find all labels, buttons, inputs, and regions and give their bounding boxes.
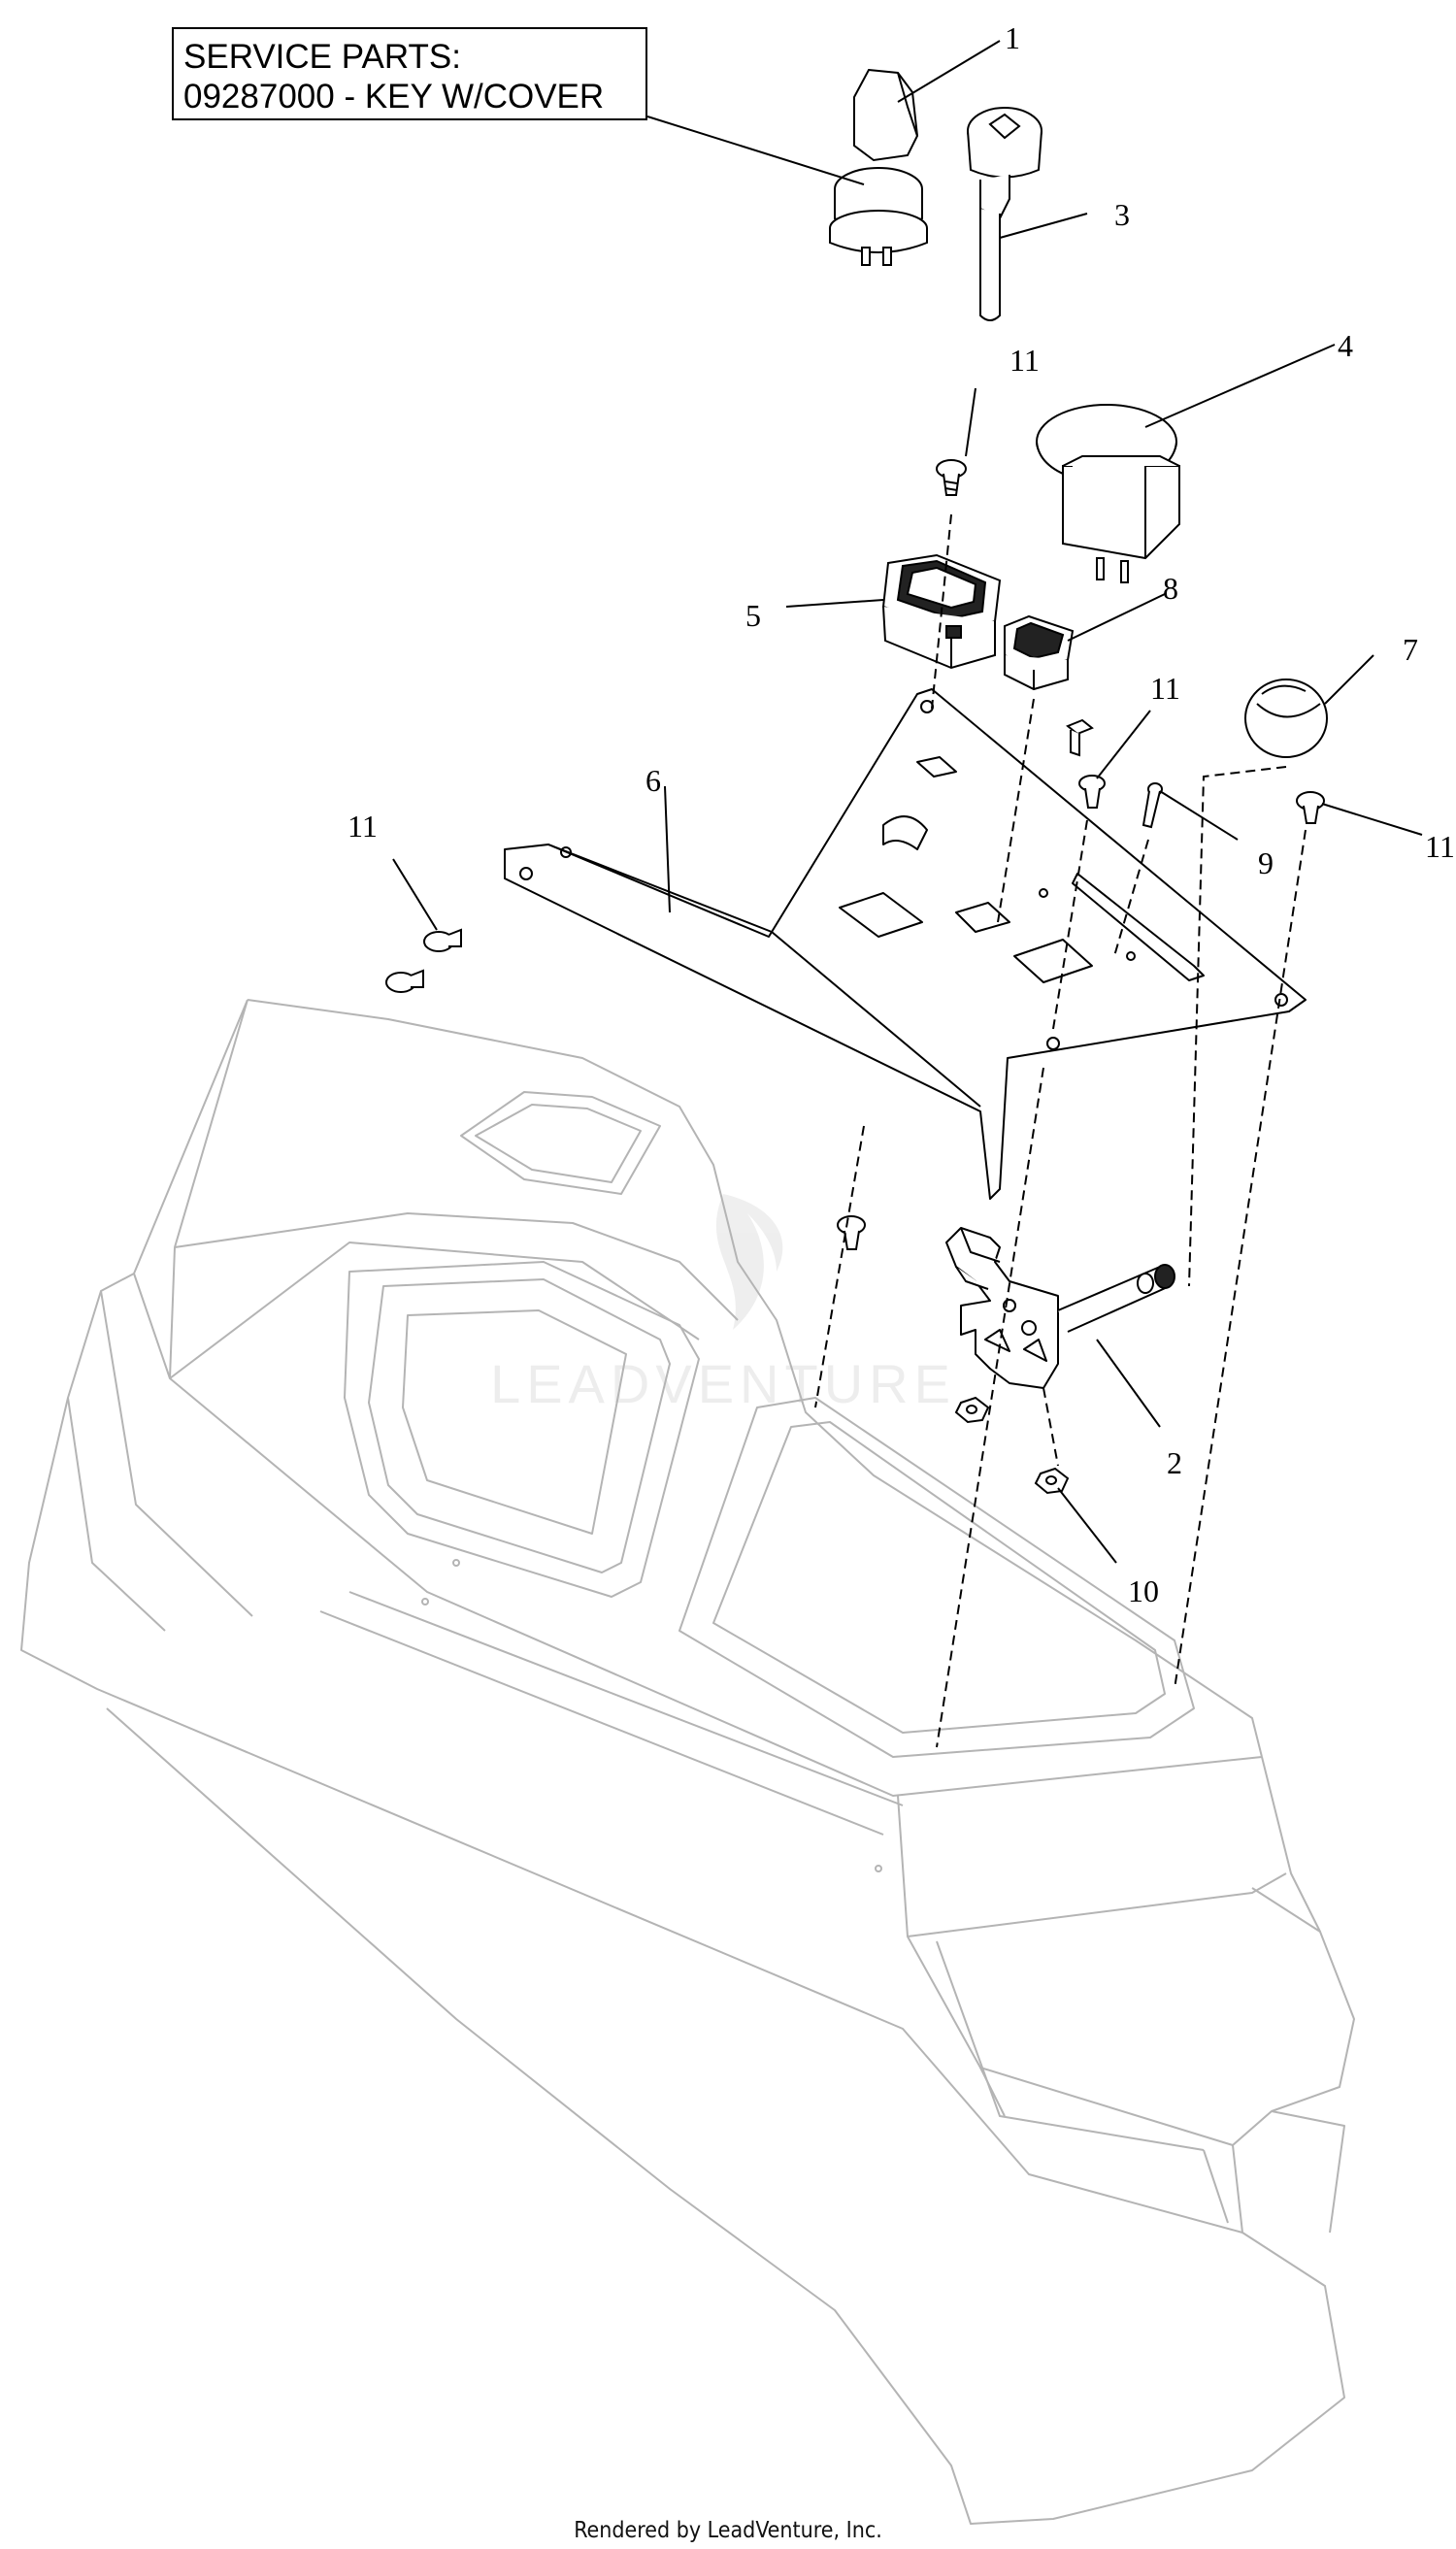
callout-11-left: 11 <box>347 809 378 844</box>
key-switch <box>829 68 928 266</box>
nut-a <box>954 1396 990 1424</box>
knob <box>1244 679 1328 758</box>
console-plate <box>504 688 1307 1200</box>
watermark-text: LEADVENTURE <box>490 1353 956 1414</box>
callout-10: 10 <box>1128 1573 1159 1608</box>
screw-11-left-a <box>423 928 462 952</box>
screw-11-right <box>1296 791 1325 824</box>
key-cover <box>967 107 1042 321</box>
nut-b <box>1034 1467 1070 1495</box>
callout-5: 5 <box>745 598 761 633</box>
callout-11-plate: 11 <box>1150 671 1180 706</box>
screw-11-left-b <box>385 969 424 993</box>
callout-11-right: 11 <box>1425 829 1455 864</box>
callout-4: 4 <box>1338 328 1353 363</box>
lever-bracket <box>945 1227 1175 1389</box>
pto-switch <box>1036 404 1180 583</box>
service-parts-box: SERVICE PARTS: 09287000 - KEY W/COVER <box>172 27 647 120</box>
callout-6: 6 <box>645 763 661 798</box>
callout-1: 1 <box>1005 20 1020 55</box>
callout-3: 3 <box>1114 197 1130 232</box>
screw-lower <box>837 1215 866 1250</box>
callout-7: 7 <box>1403 632 1418 667</box>
callout-9: 9 <box>1258 845 1274 880</box>
service-parts-heading: SERVICE PARTS: <box>183 38 461 76</box>
service-parts-key-cover: 09287000 - KEY W/COVER <box>183 78 605 116</box>
screw-11-top <box>936 459 967 496</box>
screws <box>385 459 1325 1495</box>
rocker-switch <box>1004 614 1075 691</box>
footer-credit: Rendered by LeadVenture, Inc. <box>574 2518 882 2543</box>
assembly-lines <box>814 513 1307 1748</box>
callout-8: 8 <box>1163 571 1178 606</box>
bolt <box>1066 718 1094 757</box>
rocker-housing <box>881 553 1002 670</box>
leader-lines <box>392 40 1423 1564</box>
pin <box>1142 782 1163 829</box>
callout-numbers: 1 2 3 4 5 6 7 8 9 10 11 11 11 11 <box>347 20 1455 1608</box>
console-body <box>20 999 1355 2525</box>
callout-2: 2 <box>1167 1445 1182 1480</box>
screw-11-plate <box>1078 775 1106 809</box>
watermark: LEADVENTURE <box>490 1194 956 1414</box>
callout-11-top: 11 <box>1009 343 1040 378</box>
